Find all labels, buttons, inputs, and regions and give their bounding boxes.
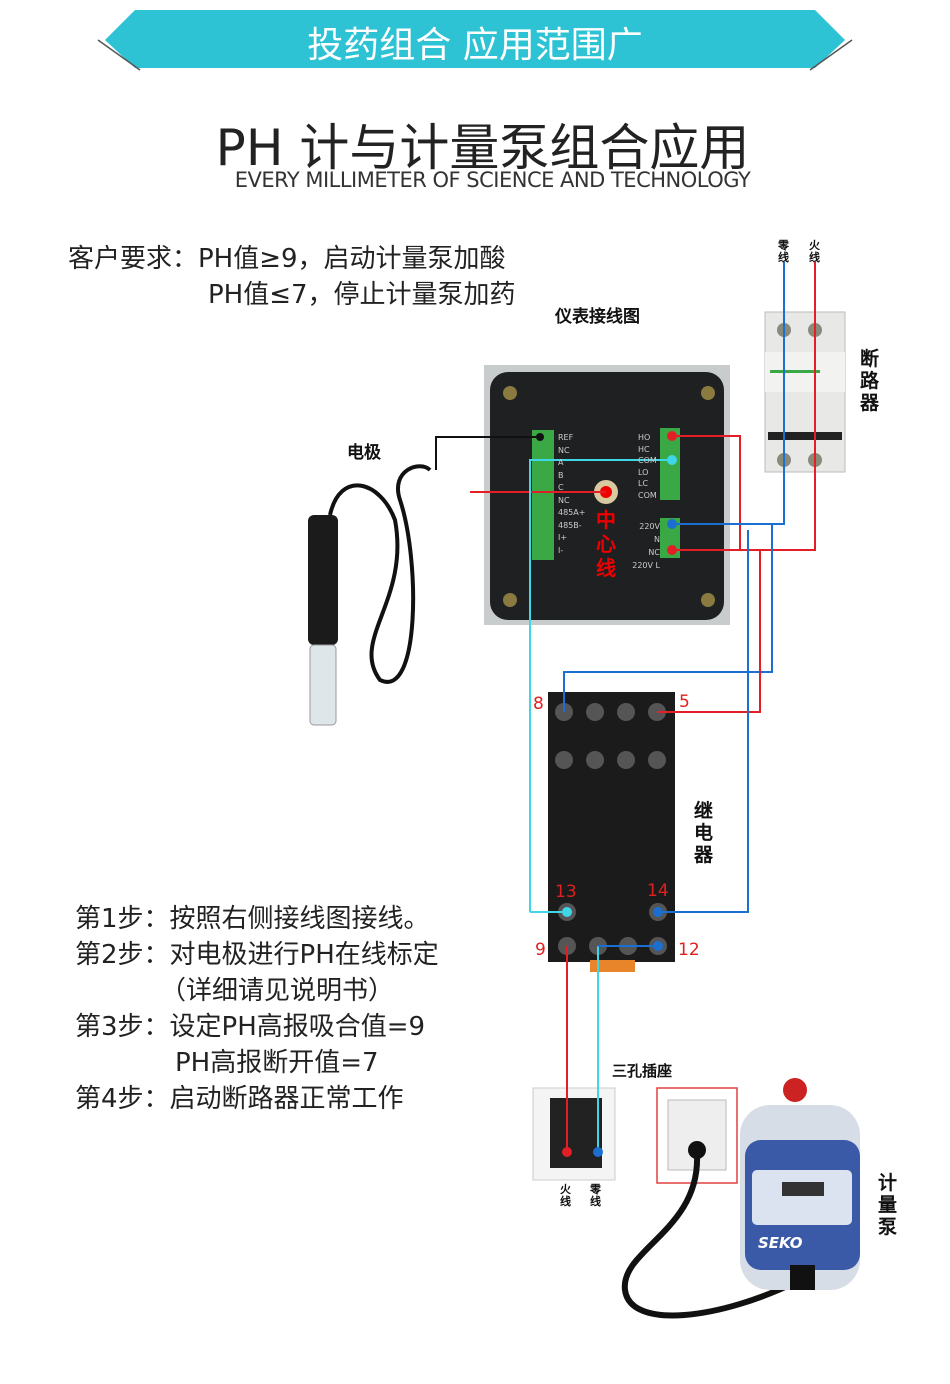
socket-neutral-label: 零线 xyxy=(590,1183,601,1208)
relay-pin-8: 8 xyxy=(533,694,544,714)
pump-label: 计量泵 xyxy=(878,1172,898,1238)
breaker-label: 断路器 xyxy=(860,348,880,414)
left-terminal-block xyxy=(532,430,554,560)
step-1: 第1步：按照右侧接线图接线。 xyxy=(75,904,430,934)
meter-diagram-title: 仪表接线图 xyxy=(555,307,640,327)
requirement-line-2: PH值≤7，停止计量泵加药 xyxy=(208,280,516,310)
breaker-live-label: 火线 xyxy=(809,239,820,264)
relay-pin-13: 13 xyxy=(555,882,577,902)
banner-shape xyxy=(105,10,845,68)
electrode-label: 电极 xyxy=(347,443,381,463)
breaker-neutral-label: 零线 xyxy=(778,239,789,264)
relay-label: 继电器 xyxy=(694,800,714,866)
relay-pin-5: 5 xyxy=(679,692,690,712)
step-3-detail: PH高报断开值=7 xyxy=(175,1048,379,1078)
page-subtitle: EVERY MILLIMETER OF SCIENCE AND TECHNOLO… xyxy=(234,168,751,192)
pump-cable xyxy=(621,1154,802,1319)
socket-label: 三孔插座 xyxy=(612,1062,673,1080)
wire-endpoints xyxy=(536,431,677,1157)
page-title: PH 计与计量泵组合应用 xyxy=(215,119,750,177)
relay-pin-12: 12 xyxy=(678,940,700,960)
pump-brand-logo: SEKO xyxy=(758,1234,803,1252)
ph-electrode xyxy=(308,515,338,645)
banner-title: 投药组合 应用范围广 xyxy=(307,25,643,66)
relay-base xyxy=(548,692,675,962)
step-2-note: （详细请见说明书） xyxy=(160,976,395,1006)
step-4: 第4步：启动断路器正常工作 xyxy=(75,1084,404,1114)
relay-pin-14: 14 xyxy=(647,881,669,901)
center-line-label: 中心线 xyxy=(596,508,616,580)
socket-live-label: 火线 xyxy=(560,1183,571,1208)
step-2: 第2步：对电极进行PH在线标定 xyxy=(75,940,439,970)
relay-pin-9: 9 xyxy=(535,940,546,960)
step-3: 第3步：设定PH高报吸合值=9 xyxy=(75,1012,426,1042)
requirement-line-1: 客户要求：PH值≥9，启动计量泵加酸 xyxy=(68,244,506,274)
